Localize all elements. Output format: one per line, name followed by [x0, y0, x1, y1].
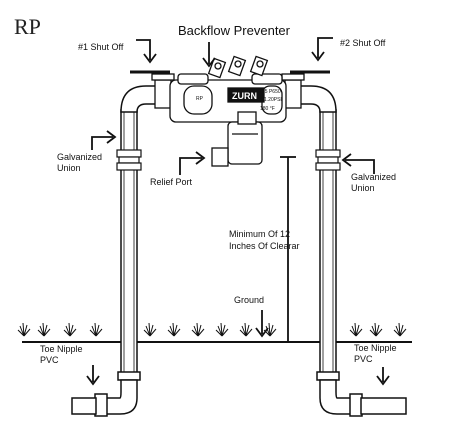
grass-tuft: [89, 322, 103, 337]
grass-tuft: [17, 322, 31, 337]
right-union: [315, 149, 341, 171]
label-toe-nipple-right-1: Toe Nipple: [354, 343, 397, 353]
valve-markings: ZURN 75 P650 1.20PSI 180 °F RP: [196, 89, 282, 112]
grass-tuft: [393, 322, 407, 337]
arrows: [86, 37, 390, 386]
label-clearance-2: Inches Of Clearar: [229, 241, 300, 251]
grass-tuft: [63, 322, 77, 337]
valve-brand: ZURN: [232, 91, 257, 101]
arrow-union-right: [341, 153, 375, 174]
valve-marking-4: RP: [196, 96, 204, 102]
grass-tuft: [239, 322, 253, 337]
backflow-preventer-assembly: [169, 55, 287, 167]
label-relief-port: Relief Port: [150, 177, 193, 187]
left-union: [116, 149, 142, 171]
grass-tuft: [167, 322, 181, 337]
label-shut-off-1: #1 Shut Off: [78, 42, 124, 52]
grass-tuft: [191, 322, 205, 337]
right-top-elbow: [296, 85, 337, 113]
label-toe-nipple-left-1: Toe Nipple: [40, 344, 83, 354]
label-shut-off-2: #2 Shut Off: [340, 38, 386, 48]
label-clearance-1: Minimum Of 12: [229, 229, 290, 239]
grass-tuft: [143, 322, 157, 337]
grass-tuft: [349, 322, 363, 337]
arrow-toe-nipple-right: [376, 367, 390, 386]
label-galvanized-union-right-1: Galvanized: [351, 172, 396, 182]
label-galvanized-union-left-2: Union: [57, 163, 81, 173]
label-backflow-preventer: Backflow Preventer: [178, 23, 291, 38]
label-galvanized-union-right-2: Union: [351, 183, 375, 193]
label-galvanized-union-left-1: Galvanized: [57, 152, 102, 162]
arrow-relief-port: [179, 151, 206, 175]
arrow-ground: [255, 310, 269, 338]
valve-marking-3: 180 °F: [260, 106, 275, 112]
grass-tufts: [17, 322, 407, 337]
arrow-toe-nipple-left: [86, 365, 100, 386]
valve-marking-1: 75 P650: [262, 89, 281, 95]
left-top-elbow: [120, 85, 161, 113]
arrow-union-left: [91, 130, 117, 150]
test-cocks: [207, 55, 269, 79]
arrow-shut-off-1: [136, 39, 157, 64]
label-toe-nipple-right-2: PVC: [354, 354, 373, 364]
clearance-dimension: [280, 156, 296, 342]
valve-nameplate: [227, 87, 265, 103]
grass-tuft: [369, 322, 383, 337]
left-bottom-elbow: [71, 371, 141, 417]
arrow-shut-off-2: [311, 37, 333, 62]
relief-valve-body: [227, 121, 263, 165]
right-bottom-elbow: [316, 371, 407, 417]
label-ground: Ground: [234, 295, 264, 305]
diagram-title: RP: [14, 14, 41, 39]
grass-tuft: [37, 322, 51, 337]
valve-marking-2: 1.20PSI: [264, 97, 282, 103]
arrow-backflow: [202, 42, 216, 68]
grass-tuft: [263, 322, 277, 337]
shut-off-1-valve: [130, 70, 175, 109]
grass-tuft: [215, 322, 229, 337]
label-toe-nipple-left-2: PVC: [40, 355, 59, 365]
